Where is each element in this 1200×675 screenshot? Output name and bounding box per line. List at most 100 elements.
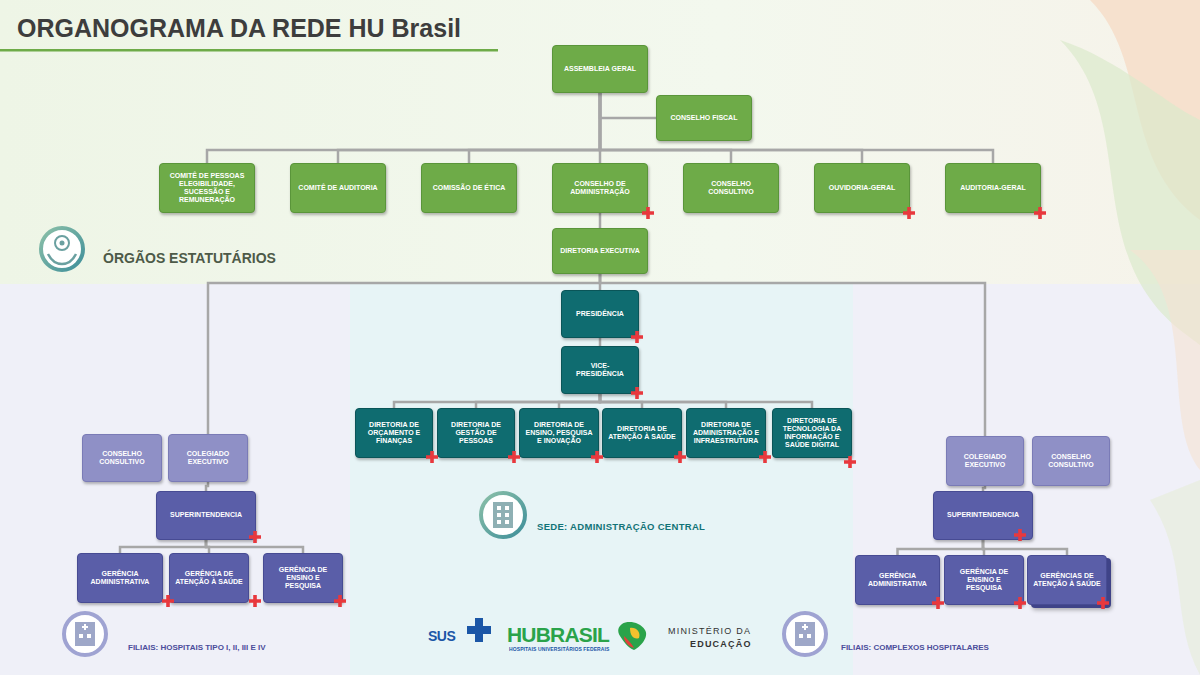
box-label: GERÊNCIA ADMINISTRATIVA <box>83 570 157 587</box>
tree-connector <box>469 93 600 163</box>
tree-connector <box>599 213 602 228</box>
org-box: GERÊNCIA DE ENSINO E PESQUISA <box>263 553 343 603</box>
tree-connector <box>559 394 600 408</box>
org-box: DIRETORIA DE ORÇAMENTO E FINANÇAS <box>355 408 433 458</box>
org-box: COMITÊ DE PESSOAS ELEGIBILIDADE, SUCESSÃ… <box>159 163 255 213</box>
section-label: SEDE: ADMINISTRAÇÃO CENTRAL <box>537 521 705 532</box>
box-label: DIRETORIA DE ENSINO, PESQUISA E INOVAÇÃO <box>525 421 593 446</box>
box-label: PRESIDÊNCIA <box>576 310 624 318</box>
box-label: SUPERINTENDENCIA <box>170 511 242 519</box>
brazil-map <box>618 622 646 650</box>
box-label: DIRETORIA DE GESTÃO DE PESSOAS <box>443 421 509 446</box>
section-label: HOSPITAIS UNIVERSITÁRIOS FEDERAIS <box>509 646 609 652</box>
complex-band <box>853 284 1200 675</box>
tree-connector <box>898 540 984 555</box>
box-label: COLEGIADO EXECUTIVO <box>952 453 1018 470</box>
org-box: COMITÊ DE AUDITORIA <box>290 163 386 213</box>
box-label: COMISSÃO DE ÉTICA <box>433 184 506 192</box>
box-label: GERÊNCIA DE ENSINO E PESQUISA <box>269 566 337 591</box>
tree-connector <box>600 93 862 163</box>
org-box: DIRETORIA EXECUTIVA <box>552 228 648 274</box>
decor-swoosh <box>1130 250 1200 470</box>
org-box: CONSELHO CONSULTIVO <box>82 434 162 482</box>
tree-connector <box>476 394 600 408</box>
org-box: GERÊNCIA DE ENSINO E PESQUISA <box>944 555 1024 605</box>
org-box: COMISSÃO DE ÉTICA <box>421 163 517 213</box>
org-box: DIRETORIA DE GESTÃO DE PESSOAS <box>437 408 515 458</box>
box-label: CONSELHO FISCAL <box>671 114 738 122</box>
box-label: DIRETORIA DE ORÇAMENTO E FINANÇAS <box>361 421 427 446</box>
tree-connector <box>600 93 993 163</box>
box-label: OUVIDORIA-GERAL <box>829 184 896 192</box>
brazil-map <box>624 636 634 648</box>
org-box: SUPERINTENDENCIA <box>933 491 1033 540</box>
box-label: CONSELHO CONSULTIVO <box>689 180 773 197</box>
headquarters-icon <box>481 493 525 537</box>
tree-connector <box>206 540 303 553</box>
org-box: DIRETORIA DE ENSINO, PESQUISA E INOVAÇÃO <box>519 408 599 458</box>
box-label: DIRETORIA DE ATENÇÃO À SAÚDE <box>608 425 676 442</box>
title-underline <box>0 49 498 52</box>
section-label: FILIAIS: HOSPITAIS TIPO I, II, III E IV <box>128 643 266 652</box>
box-label: GERÊNCIA ADMINISTRATIVA <box>861 572 934 589</box>
tree-connector <box>338 93 600 163</box>
tree-connector <box>120 540 206 553</box>
statutory-icon <box>41 228 83 270</box>
tree-connector <box>600 394 812 408</box>
box-label: AUDITORIA-GERAL <box>960 184 1026 192</box>
section-label: HUBRASIL <box>507 623 609 647</box>
branch-band <box>0 284 350 675</box>
tree-connector <box>206 482 208 491</box>
org-box: VICE-PRESIDÊNCIA <box>561 346 639 394</box>
box-label: SUPERINTENDENCIA <box>947 511 1019 519</box>
box-label: CONSELHO CONSULTIVO <box>88 450 156 467</box>
decor-swoosh <box>1150 480 1200 675</box>
org-box: SUPERINTENDENCIA <box>156 491 256 540</box>
box-label: GERÊNCIAS DE ATENÇÃO À SAÚDE <box>1033 572 1101 589</box>
statutory-band <box>0 0 1200 284</box>
chart-title: ORGANOGRAMA DA REDE HU Brasil <box>17 14 461 43</box>
box-label: GERÊNCIA DE ENSINO E PESQUISA <box>950 568 1018 593</box>
headquarters-band <box>350 284 853 675</box>
box-label: COLEGIADO EXECUTIVO <box>174 450 242 467</box>
org-box: OUVIDORIA-GERAL <box>814 163 910 213</box>
org-box: COLEGIADO EXECUTIVO <box>946 436 1024 486</box>
tree-connector <box>394 394 600 408</box>
hospital-icon <box>64 613 106 655</box>
org-box: CONSELHO CONSULTIVO <box>1032 436 1110 486</box>
tree-connector <box>983 540 1067 555</box>
box-label: VICE-PRESIDÊNCIA <box>567 362 633 379</box>
box-label: COMITÊ DE PESSOAS ELEGIBILIDADE, SUCESSÃ… <box>165 172 249 205</box>
org-box: CONSELHO DE ADMINISTRAÇÃO <box>552 163 648 213</box>
hospital-icon <box>784 613 826 655</box>
org-box: GERÊNCIA DE ATENÇÃO À SAÚDE <box>169 553 249 603</box>
tree-connector <box>600 93 656 118</box>
box-label: ASSEMBLEIA GERAL <box>564 65 636 73</box>
red-cross <box>162 207 1109 609</box>
org-box: CONSELHO FISCAL <box>656 95 752 141</box>
box-label: COMITÊ DE AUDITORIA <box>298 184 377 192</box>
section-label: MINISTÉRIO DA <box>668 626 751 636</box>
section-label: EDUCAÇÃO <box>690 639 752 649</box>
org-box: CONSELHO CONSULTIVO <box>683 163 779 213</box>
box-label: CONSELHO DE ADMINISTRAÇÃO <box>558 180 642 197</box>
org-box: DIRETORIA DE TECNOLOGIA DA INFORMAÇÃO E … <box>772 408 852 458</box>
sus-cross <box>467 618 491 642</box>
section-label: FILIAIS: COMPLEXOS HOSPITALARES <box>841 643 989 652</box>
box-label: DIRETORIA DE ADMINISTRAÇÃO E INFRAESTRUT… <box>692 421 760 446</box>
section-label: SUS <box>428 628 455 644</box>
brazil-map <box>630 628 639 639</box>
org-box: COLEGIADO EXECUTIVO <box>168 434 248 482</box>
org-box: ASSEMBLEIA GERAL <box>552 45 648 93</box>
box-label: CONSELHO CONSULTIVO <box>1038 453 1104 470</box>
tree-connector <box>599 338 602 346</box>
box-label: DIRETORIA DE TECNOLOGIA DA INFORMAÇÃO E … <box>778 417 846 450</box>
org-box: DIRETORIA DE ATENÇÃO À SAÚDE <box>602 408 682 458</box>
org-box: GERÊNCIA ADMINISTRATIVA <box>77 553 163 603</box>
org-box: GERÊNCIAS DE ATENÇÃO À SAÚDE <box>1027 555 1107 605</box>
box-label: GERÊNCIA DE ATENÇÃO À SAÚDE <box>175 570 243 587</box>
org-box: AUDITORIA-GERAL <box>945 163 1041 213</box>
org-box: PRESIDÊNCIA <box>561 290 639 338</box>
tree-connector <box>207 93 600 163</box>
